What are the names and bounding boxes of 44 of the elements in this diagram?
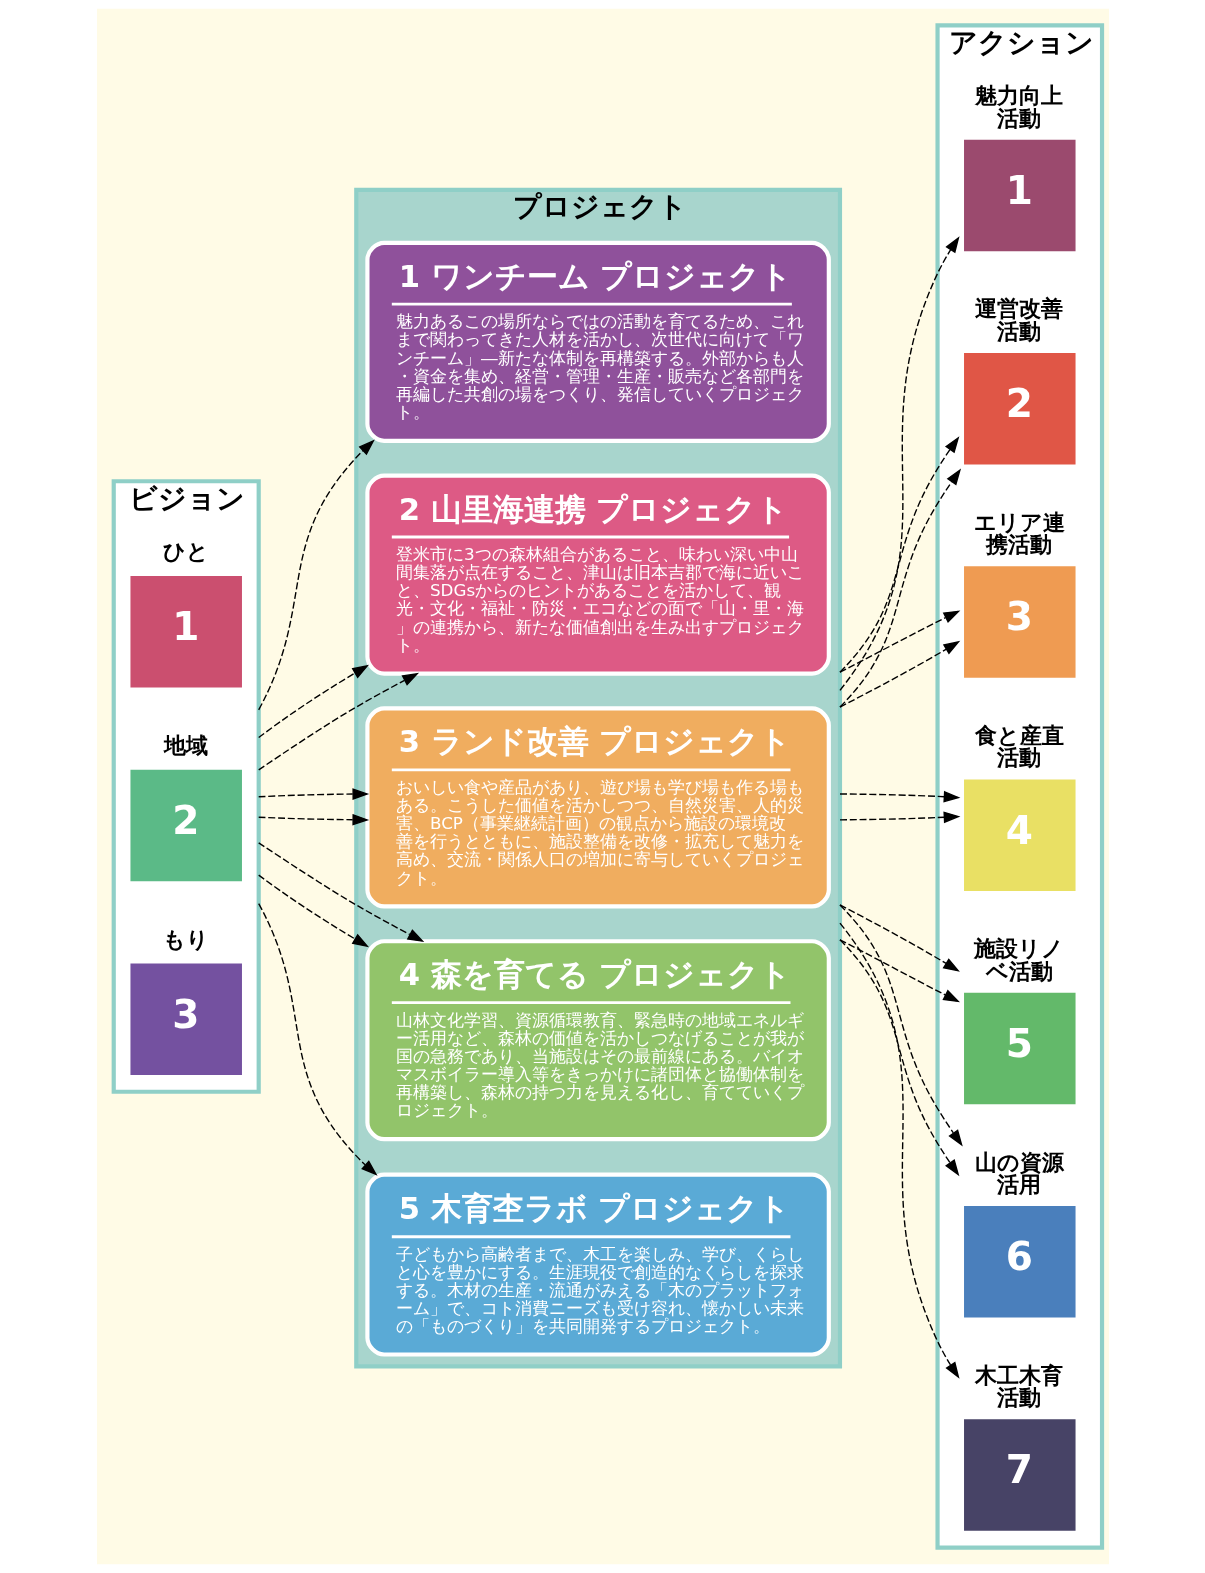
arrow	[257, 874, 369, 948]
node-label: 魅力向上活動	[974, 82, 1063, 131]
node-label: 地域	[163, 731, 208, 758]
arrow	[838, 468, 961, 708]
arrow	[838, 939, 959, 1177]
arrow	[838, 904, 960, 972]
arrow	[257, 842, 424, 943]
node-box: 2	[129, 769, 242, 882]
arrow	[838, 610, 960, 673]
node-box: 7	[963, 1419, 1076, 1531]
arrow	[838, 436, 959, 673]
node-box: 4 森を育てる プロジェクト 山林文化学習、資源循環教育、緊急時の地域エネルギー活用など、森林の価値を活かしつなげることが我が国の急務であり、当施設はその最前線にある。バイオマスボイラー導入等をきっかけに諸団体と協働体制を再構築し、森林の持つ力を見える化し、育てていくプロジェクト。	[364, 939, 831, 1142]
node-box: 3 ランド改善 プロジェクト おいしい食や産品があり、遊び場も学び場も作る場もある。こうした価値を活かしつつ、自然災害、人的災害、BCP（事業継続計画）の観点から施設の環境改善を行うとともに、施設整備を改修・拡充して魅力を高め、交流・関係人口の増加に寄与していくプロジェクト。	[364, 706, 831, 909]
node-label: ひと	[162, 538, 209, 565]
node-box: 5 木育杢ラボ プロジェクト 子どもから高齢者まで、木工を楽しみ、学び、くらしと心を豊かにする。生涯現役で創造的なくらしを探求する。木材の生産・流通がみえる「木のプラットフォーム」で、コト消費ニーズも受け容れ、懐かしい未来の「ものづくり」を共同開発するプロジェクト。	[364, 1172, 831, 1357]
node-box: 3	[963, 566, 1076, 678]
node-box: 2	[963, 353, 1076, 465]
node-label: 施設リノベ活動	[973, 935, 1064, 984]
arrow	[257, 664, 369, 739]
arrow	[838, 811, 960, 824]
node-label: エリア連携活動	[973, 508, 1065, 558]
node-label: 木工木育活動	[974, 1361, 1063, 1411]
node-label: 山の資源活用	[974, 1148, 1064, 1197]
node-label: もり	[162, 925, 209, 952]
node-box: 4	[963, 779, 1076, 892]
arrow	[257, 439, 375, 711]
node-box: 5	[963, 992, 1076, 1105]
arrow	[257, 788, 369, 800]
arrow	[838, 904, 963, 1147]
node-box: 3	[129, 963, 242, 1076]
arrow	[838, 640, 960, 708]
node-box: 6	[963, 1206, 1076, 1318]
arrow	[257, 672, 419, 771]
node-box: 2 山里海連携 プロジェクト 登米市に3つの森林組合があること、味わい深い中山間集落が点在すること、津山は旧本吉郡で海に近いこと、SDGsからのヒントがあることを活かして、観光・文化・福祉・防災・エコなどの面で「山・里・海」の連携から、新たな価値創出を生み出すプロジェクト。	[364, 473, 831, 676]
arrow	[838, 790, 960, 803]
arrow	[838, 236, 960, 691]
arrow	[838, 922, 960, 1379]
node-label: 運営改善活動	[974, 295, 1063, 344]
node-box: 1	[963, 139, 1076, 252]
node-box: 1	[129, 576, 242, 688]
arrow	[257, 902, 378, 1176]
node-label: 食と産直活動	[974, 722, 1064, 771]
arrow	[257, 813, 369, 826]
node-box: 1 ワンチーム プロジェクト 魅力あるこの場所ならではの活動を育てるため、これまで関わってきた人材を活かし、次世代に向けて「ワンチーム」―新たな体制を再構築する。外部からも人・資金を集め、経営・管理・生産・販売など各部門を再編した共創の場をつくり、発信していくプロジェクト。	[364, 240, 831, 443]
